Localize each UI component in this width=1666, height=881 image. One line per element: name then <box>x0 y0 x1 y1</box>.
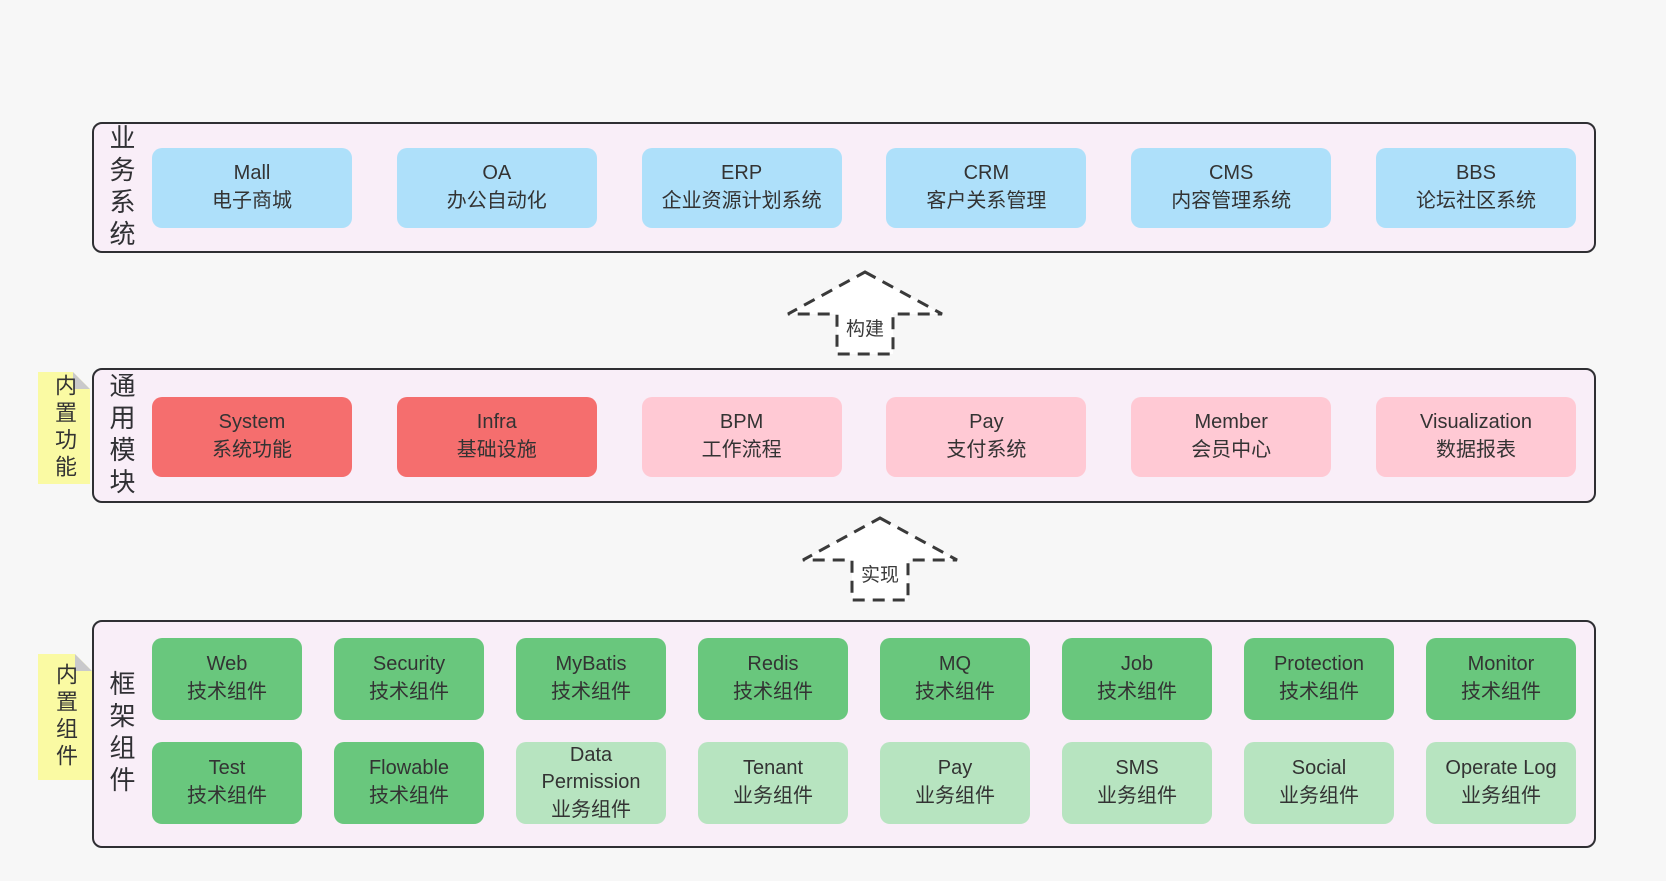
box-crm: CRM 客户关系管理 <box>886 148 1087 228</box>
box-web: Web 技术组件 <box>152 638 302 720</box>
framework-components-row-1: Web 技术组件 Security 技术组件 MyBatis 技术组件 Redi… <box>152 638 1576 720</box>
box-operate-log: Operate Log 业务组件 <box>1426 742 1576 824</box>
up-arrow-icon <box>802 516 958 602</box>
box-bpm: BPM 工作流程 <box>641 397 842 477</box>
box-member: Member 会员中心 <box>1131 397 1332 477</box>
arrow-build: 构建 <box>785 268 945 358</box>
box-oa: OA 办公自动化 <box>396 148 597 228</box>
box-tenant: Tenant 业务组件 <box>698 742 848 824</box>
box-redis: Redis 技术组件 <box>698 638 848 720</box>
box-erp: ERP 企业资源计划系统 <box>641 148 842 228</box>
band-label-framework-components: 框架组件 <box>106 670 136 798</box>
box-flowable: Flowable 技术组件 <box>334 742 484 824</box>
box-mall: Mall 电子商城 <box>152 148 352 228</box>
box-data-permission: Data Permission 业务组件 <box>516 742 666 824</box>
arrow-implement-label: 实现 <box>857 560 903 587</box>
box-social: Social 业务组件 <box>1244 742 1394 824</box>
box-cms: CMS 内容管理系统 <box>1131 148 1332 228</box>
box-job: Job 技术组件 <box>1062 638 1212 720</box>
band-framework-components: 框架组件 Web 技术组件 Security 技术组件 MyBatis 技术组件… <box>92 620 1596 848</box>
box-test: Test 技术组件 <box>152 742 302 824</box>
box-monitor: Monitor 技术组件 <box>1426 638 1576 720</box>
sticky-note-built-in-features: 内置功能 <box>38 372 90 484</box>
box-sms: SMS 业务组件 <box>1062 742 1212 824</box>
box-pay-component: Pay 业务组件 <box>880 742 1030 824</box>
band-label-business-systems: 业务系统 <box>106 123 136 252</box>
box-infra: Infra 基础设施 <box>396 397 597 477</box>
box-bbs: BBS 论坛社区系统 <box>1375 148 1576 228</box>
band-label-common-modules: 通用模块 <box>106 371 136 500</box>
box-system: System 系统功能 <box>152 397 352 477</box>
box-pay: Pay 支付系统 <box>886 397 1087 477</box>
box-mybatis: MyBatis 技术组件 <box>516 638 666 720</box>
band-common-modules: 通用模块 System 系统功能 Infra 基础设施 BPM 工作流程 Pay… <box>92 368 1596 503</box>
arrow-build-label: 构建 <box>842 314 888 341</box>
box-security: Security 技术组件 <box>334 638 484 720</box>
box-mq: MQ 技术组件 <box>880 638 1030 720</box>
box-protection: Protection 技术组件 <box>1244 638 1394 720</box>
band-business-systems: 业务系统 Mall 电子商城 OA 办公自动化 ERP 企业资源计划系统 CRM… <box>92 122 1596 253</box>
framework-components-row-2: Test 技术组件 Flowable 技术组件 Data Permission … <box>152 742 1576 824</box>
business-systems-row: Mall 电子商城 OA 办公自动化 ERP 企业资源计划系统 CRM 客户关系… <box>152 148 1576 228</box>
arrow-implement: 实现 <box>800 514 960 604</box>
box-visualization: Visualization 数据报表 <box>1375 397 1576 477</box>
common-modules-row: System 系统功能 Infra 基础设施 BPM 工作流程 Pay 支付系统… <box>152 397 1576 477</box>
sticky-note-built-in-components: 内置组件 <box>38 654 92 780</box>
up-arrow-icon <box>787 270 943 356</box>
